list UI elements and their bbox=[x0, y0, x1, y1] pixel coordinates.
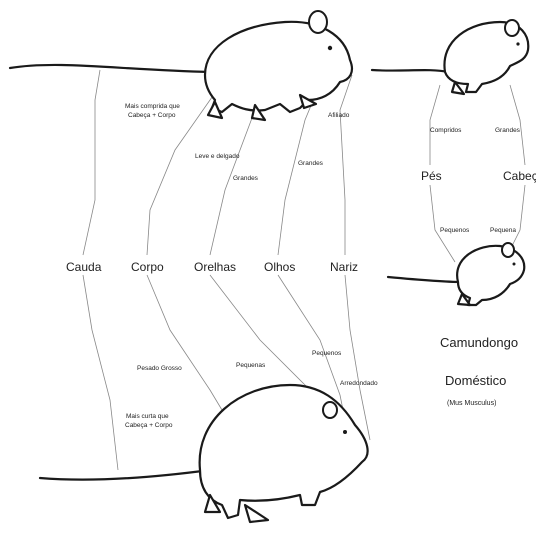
annotation-bottom-nariz: Arredondado bbox=[340, 380, 378, 387]
annotation-top-cauda: Mais comprida que bbox=[125, 103, 180, 110]
label-olhos: Olhos bbox=[264, 260, 295, 274]
mouse-annotation-top-right: Grandes bbox=[495, 127, 521, 134]
mouse-annotation-top-left: Compridos bbox=[430, 127, 462, 134]
bottom-rat-illustration bbox=[40, 385, 368, 522]
annotation-bottom-cauda: Mais curta que bbox=[126, 413, 169, 420]
mouse-illustration-top bbox=[372, 20, 528, 94]
title-line3: (Mus Musculus) bbox=[447, 400, 496, 407]
label-cabeca: Cabeça bbox=[503, 169, 536, 183]
mouse-illustration-bottom bbox=[388, 243, 524, 305]
species-title: Camundongo Doméstico (Mus Musculus) bbox=[440, 335, 518, 407]
annotation-top-corpo: Leve e delgado bbox=[195, 153, 240, 160]
annotation-top-orelhas: Grandes bbox=[233, 175, 259, 182]
label-corpo: Corpo bbox=[131, 260, 164, 274]
mouse-annotation-bottom-left: Pequenos bbox=[440, 227, 470, 234]
mouse-annotation-bottom-right: Pequena bbox=[490, 227, 516, 234]
mouse-comparison: Pés Cabeça Compridos Grandes Pequenos Pe… bbox=[421, 127, 536, 234]
label-orelhas: Orelhas bbox=[194, 260, 236, 274]
annotation-top-cauda-line2: Cabeça + Corpo bbox=[128, 112, 176, 119]
annotation-top-olhos: Grandes bbox=[298, 160, 324, 167]
annotation-bottom-orelhas: Pequenas bbox=[236, 362, 266, 369]
center-labels: Cauda Corpo Orelhas Olhos Nariz bbox=[66, 260, 358, 274]
title-line1: Camundongo bbox=[440, 335, 518, 350]
label-nariz: Nariz bbox=[330, 260, 358, 274]
label-pes: Pés bbox=[421, 169, 442, 183]
annotation-bottom-olhos: Pequenos bbox=[312, 350, 342, 357]
top-annotations: Mais comprida que Cabeça + Corpo Leve e … bbox=[125, 103, 350, 182]
label-cauda: Cauda bbox=[66, 260, 102, 274]
top-rat-illustration bbox=[10, 11, 352, 120]
annotation-top-nariz: Afiliado bbox=[328, 112, 350, 119]
annotation-bottom-corpo: Pesado Grosso bbox=[137, 365, 182, 372]
annotation-bottom-cauda-line2: Cabeça + Corpo bbox=[125, 422, 173, 429]
title-line2: Doméstico bbox=[445, 373, 506, 388]
